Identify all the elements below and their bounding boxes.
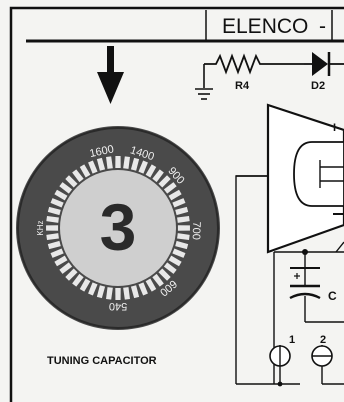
dial-tick	[163, 182, 177, 194]
dial-tick	[46, 233, 59, 240]
resistor-label: R4	[235, 80, 250, 92]
dial-tick	[96, 157, 106, 171]
dial-center-mark: 3	[100, 190, 137, 264]
dial-tick-marks	[46, 156, 190, 300]
dial-tick	[54, 255, 68, 267]
down-arrow-icon	[97, 46, 124, 104]
dial-tick	[50, 248, 64, 258]
header-dash: -	[319, 15, 326, 38]
dial-tick	[88, 160, 98, 174]
dial-tick	[152, 169, 164, 183]
terminal-1	[269, 345, 291, 367]
dial-tick	[46, 225, 59, 231]
capacitor-symbol	[289, 267, 321, 312]
capacitor-label: C	[328, 289, 337, 303]
dial-inner-disc	[60, 170, 176, 286]
dial-scale-700: 700	[190, 221, 203, 240]
dial-tick	[72, 273, 84, 287]
dial-tick	[168, 255, 182, 267]
dial-tick	[54, 189, 68, 201]
tuning-capacitor-caption: TUNING CAPACITOR	[47, 355, 157, 367]
dial-tick	[65, 175, 78, 188]
ic-label-partial: I	[333, 122, 336, 134]
dial-tick	[106, 156, 113, 169]
dial-tick	[175, 206, 189, 216]
dial-tick	[123, 156, 130, 169]
dial-tick	[106, 287, 113, 300]
dial-tick	[138, 282, 148, 296]
dial-tick	[79, 164, 91, 178]
diode-d2-symbol	[304, 52, 344, 76]
dial-tick	[172, 248, 186, 258]
dial-tick	[123, 287, 130, 300]
dial-tick	[168, 189, 182, 201]
dial-tick	[65, 268, 78, 281]
junction-dot-top	[302, 249, 308, 255]
dial-tick	[152, 273, 164, 287]
dial-tick	[50, 198, 64, 208]
terminal-2	[311, 345, 333, 367]
dial-tick	[177, 225, 190, 231]
dial-tick	[145, 164, 157, 178]
terminal-2-label: 2	[320, 334, 326, 346]
dial-tick	[115, 156, 121, 169]
dial-tick	[158, 175, 171, 188]
dial-tick	[138, 160, 148, 174]
ic-inner-symbol	[293, 141, 344, 207]
dial-tick	[177, 216, 190, 223]
junction-dot-bottom	[277, 381, 283, 387]
dial-scale-1600: 1600	[89, 143, 115, 160]
dial-tick	[158, 268, 171, 281]
dial-tick	[59, 262, 73, 274]
dial-tick	[47, 206, 61, 216]
dial-tick	[130, 285, 140, 299]
dial-tick	[59, 182, 73, 194]
resistor-r4-symbol	[204, 53, 304, 75]
dial-tick	[79, 278, 91, 292]
dial-tick	[177, 233, 190, 240]
dial-tick	[130, 157, 140, 171]
dial-tick	[145, 278, 157, 292]
dial-tick	[47, 240, 61, 250]
diode-label: D2	[311, 80, 325, 92]
board-frame	[9, 6, 344, 402]
terminal-1-label: 1	[289, 334, 295, 346]
dial-tick	[163, 262, 177, 274]
tuning-capacitor-dial[interactable]: 3 1600 1400 900 700 600 540 KHz	[16, 126, 220, 330]
dial-tick	[88, 282, 98, 296]
dial-tick	[72, 169, 84, 183]
dial-rim	[17, 127, 219, 329]
dial-tick	[115, 287, 121, 300]
dial-tick	[46, 216, 59, 223]
dial-tick	[96, 285, 106, 299]
dial-tick	[175, 240, 189, 250]
dial-tick	[172, 198, 186, 208]
dial-left-mark: KHz	[36, 220, 45, 235]
brand-title: ELENCO	[222, 15, 308, 38]
ground-symbol	[195, 64, 213, 100]
dial-scale-540: 540	[109, 300, 127, 312]
